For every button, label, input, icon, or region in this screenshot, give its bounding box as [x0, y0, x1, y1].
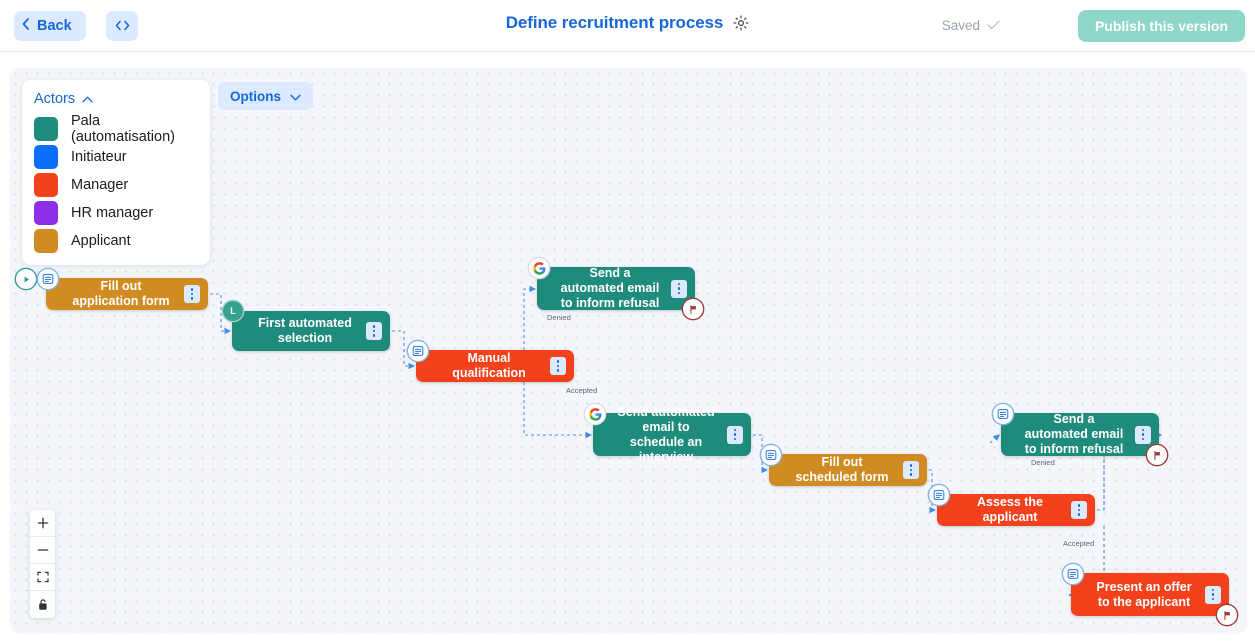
zoom-out-button[interactable]	[30, 537, 55, 564]
actor-item-0[interactable]: Pala (automatisation)	[34, 113, 198, 145]
node-menu-button[interactable]	[903, 461, 919, 479]
chevron-left-icon	[22, 18, 29, 34]
actor-item-2[interactable]: Manager	[34, 171, 198, 199]
flow-node-fill-out-application-form[interactable]: Fill out application form	[16, 269, 208, 310]
start-icon	[16, 269, 36, 289]
actor-color-swatch	[34, 229, 58, 253]
google-icon	[585, 404, 605, 424]
flow-node-assess-the-applicant[interactable]: Assess the applicant	[929, 485, 1095, 526]
node-menu-button[interactable]	[1135, 425, 1151, 444]
actors-panel-header[interactable]: Actors	[34, 91, 198, 107]
flow-node-send-automated-email-refusal-1[interactable]: Send a automated email to inform refusal	[529, 258, 703, 319]
end-flag-icon	[683, 299, 703, 319]
gear-icon[interactable]	[733, 15, 749, 31]
title-area: Define recruitment process	[0, 13, 1255, 33]
flow-node-fill-out-scheduled-form[interactable]: Fill out scheduled form	[761, 445, 927, 486]
flow-node-send-automated-email-schedule-interview[interactable]: Send automated email to schedule an inte…	[585, 404, 751, 464]
google-icon	[529, 258, 549, 278]
node-label: Fill out scheduled form	[795, 455, 889, 484]
check-icon	[987, 18, 1000, 33]
publish-label: Publish this version	[1094, 18, 1228, 34]
code-view-button[interactable]	[106, 11, 138, 41]
node-menu-button[interactable]	[727, 425, 743, 444]
edge-label-denied-1: Denied	[544, 313, 574, 322]
node-label: Send a automated email to inform refusal	[1024, 412, 1124, 456]
zoom-in-button[interactable]	[30, 510, 55, 537]
actor-item-1[interactable]: Initiateur	[34, 143, 198, 171]
node-menu-button[interactable]	[671, 279, 687, 298]
node-label: Send automated email to schedule an inte…	[617, 404, 715, 464]
form-icon	[761, 445, 781, 465]
flow-node-present-an-offer[interactable]: Present an offer to the applicant	[1063, 564, 1237, 625]
actor-label: Manager	[71, 177, 129, 193]
form-icon	[993, 404, 1013, 424]
lock-button[interactable]	[30, 591, 55, 618]
actor-label: Initiateur	[71, 149, 127, 165]
actor-label: Applicant	[71, 233, 131, 249]
page-title: Define recruitment process	[505, 13, 724, 32]
flow-canvas[interactable]: Actors Pala (automatisation) Initiateur …	[10, 68, 1247, 634]
node-menu-button[interactable]	[366, 322, 382, 340]
fit-view-button[interactable]	[30, 564, 55, 591]
edge-label-accepted-1: Accepted	[563, 386, 601, 395]
chevron-up-icon[interactable]	[82, 91, 93, 107]
edge-label-denied-2: Denied	[1028, 458, 1058, 467]
back-button[interactable]: Back	[14, 11, 86, 41]
flow-node-manual-qualification[interactable]: Manual qualification	[408, 341, 574, 382]
chevron-down-icon	[290, 89, 301, 104]
actors-legend-panel: Actors Pala (automatisation) Initiateur …	[22, 80, 210, 265]
node-menu-button[interactable]	[1071, 501, 1087, 519]
actor-color-swatch	[34, 173, 58, 197]
node-label: Manual qualification	[452, 351, 526, 380]
node-menu-button[interactable]	[184, 285, 200, 303]
options-button[interactable]: Options	[218, 82, 313, 110]
node-menu-button[interactable]	[550, 357, 566, 375]
form-icon	[38, 269, 58, 289]
saved-status: Saved	[942, 18, 1000, 33]
actor-item-3[interactable]: HR manager	[34, 199, 198, 227]
end-flag-icon	[1147, 445, 1167, 465]
end-flag-icon	[1217, 605, 1237, 625]
actor-label: HR manager	[71, 205, 154, 221]
top-bar: Back Define recruitment process Saved Pu…	[0, 0, 1255, 52]
back-label: Back	[37, 18, 72, 34]
flow-node-first-automated-selection[interactable]: First automated selection L	[223, 301, 390, 351]
form-icon	[1063, 564, 1083, 584]
actor-color-swatch	[34, 145, 58, 169]
form-icon	[929, 485, 949, 505]
edge-label-accepted-2: Accepted	[1060, 539, 1098, 548]
node-label: Assess the applicant	[976, 495, 1043, 524]
node-label: Send a automated email to inform refusal	[560, 266, 660, 310]
logic-l-icon: L	[223, 301, 243, 321]
form-icon	[408, 341, 428, 361]
node-label: Present an offer to the applicant	[1096, 579, 1192, 609]
actor-color-swatch	[34, 117, 58, 141]
node-label: Fill out application form	[72, 279, 170, 308]
code-brackets-icon	[115, 19, 130, 34]
saved-label: Saved	[941, 18, 980, 33]
options-label: Options	[230, 88, 281, 104]
flow-node-send-automated-email-refusal-2[interactable]: Send a automated email to inform refusal	[993, 404, 1167, 465]
zoom-controls	[30, 510, 55, 618]
node-menu-button[interactable]	[1205, 585, 1221, 604]
actors-title: Actors	[34, 91, 76, 107]
actor-item-4[interactable]: Applicant	[34, 227, 198, 255]
actor-label: Pala (automatisation)	[71, 113, 175, 145]
node-label: First automated selection	[258, 316, 352, 345]
actor-color-swatch	[34, 201, 58, 225]
publish-button[interactable]: Publish this version	[1077, 10, 1245, 42]
